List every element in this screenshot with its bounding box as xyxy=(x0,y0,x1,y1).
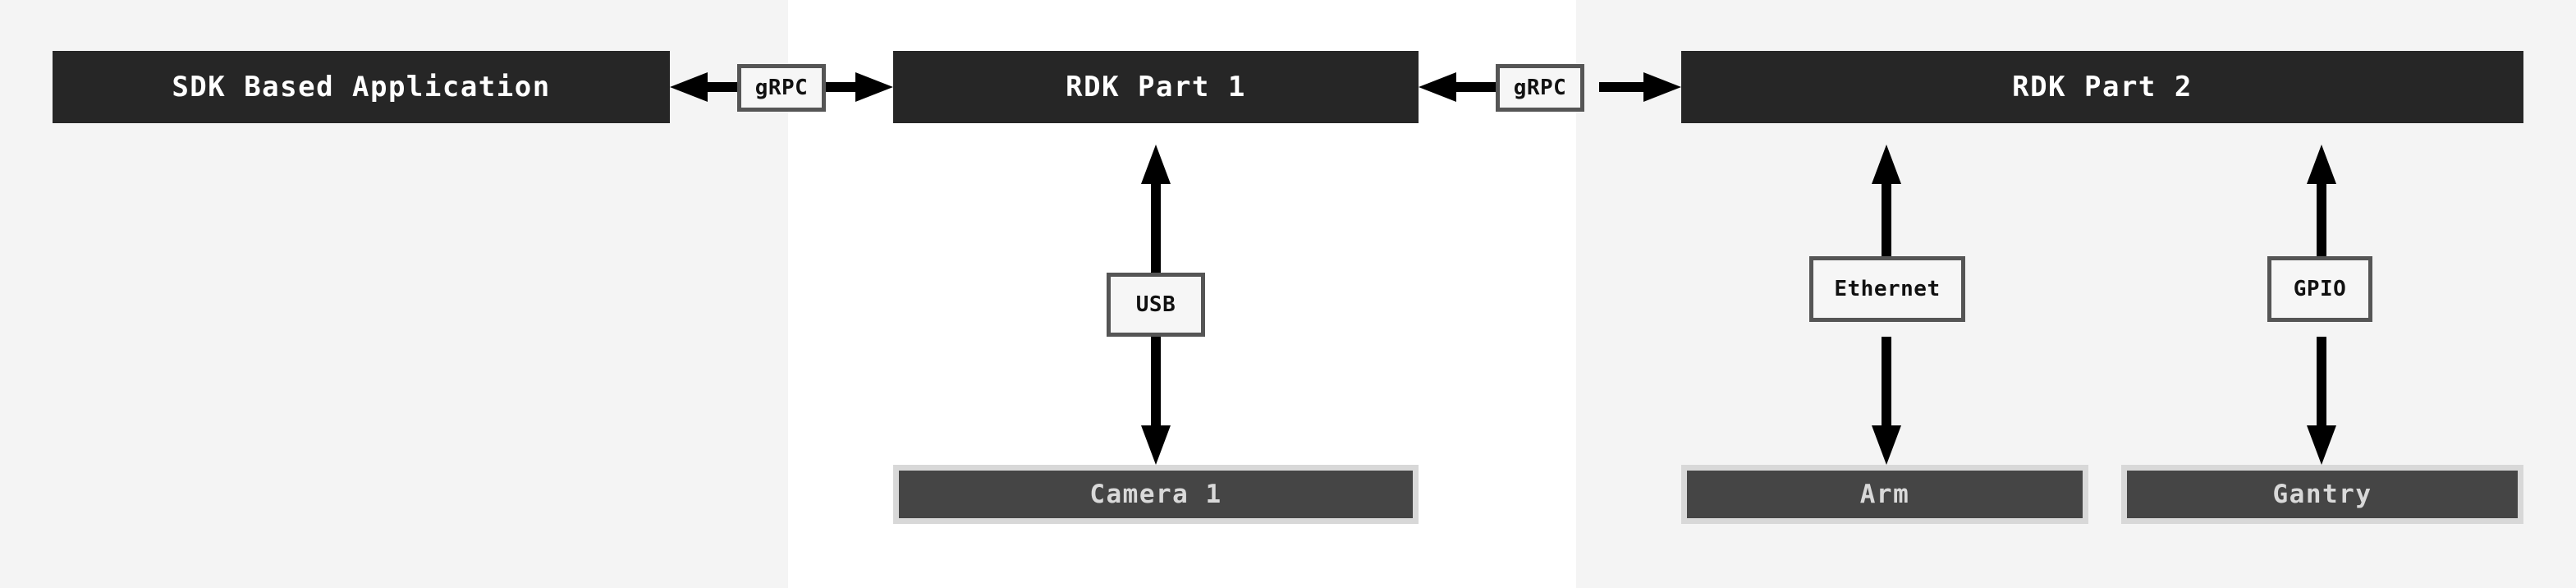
edge-label-text: USB xyxy=(1135,292,1176,317)
node-arm[interactable]: Arm xyxy=(1681,465,2088,524)
edge-label-text: gRPC xyxy=(1513,76,1567,100)
node-label: Camera 1 xyxy=(1089,480,1222,509)
edge-label-gpio[interactable]: GPIO xyxy=(2267,256,2372,322)
edge-label-text: GPIO xyxy=(2293,277,2347,301)
edge-label-grpc-left[interactable]: gRPC xyxy=(737,64,826,112)
arrow-rdk1-to-camera1 xyxy=(1141,145,1171,465)
arrow-rdk2-to-arm xyxy=(1872,145,1901,465)
arrow-rdk1-to-rdk2 xyxy=(1419,72,1681,102)
node-label: RDK Part 2 xyxy=(2012,71,2193,103)
node-gantry[interactable]: Gantry xyxy=(2121,465,2523,524)
edge-label-grpc-right[interactable]: gRPC xyxy=(1496,64,1584,112)
node-rdk-part-2[interactable]: RDK Part 2 xyxy=(1681,51,2523,123)
node-camera-1[interactable]: Camera 1 xyxy=(893,465,1419,524)
edge-label-text: gRPC xyxy=(754,76,809,100)
edge-label-ethernet[interactable]: Ethernet xyxy=(1809,256,1965,322)
edge-label-usb[interactable]: USB xyxy=(1107,273,1205,337)
node-label: RDK Part 1 xyxy=(1066,71,1246,103)
node-sdk-based-application[interactable]: SDK Based Application xyxy=(53,51,670,123)
node-label: Gantry xyxy=(2272,480,2372,509)
node-label: Arm xyxy=(1859,480,1910,509)
node-label: SDK Based Application xyxy=(172,71,551,103)
node-rdk-part-1[interactable]: RDK Part 1 xyxy=(893,51,1419,123)
edge-label-text: Ethernet xyxy=(1834,277,1941,301)
arrow-rdk2-to-gantry xyxy=(2307,145,2336,465)
